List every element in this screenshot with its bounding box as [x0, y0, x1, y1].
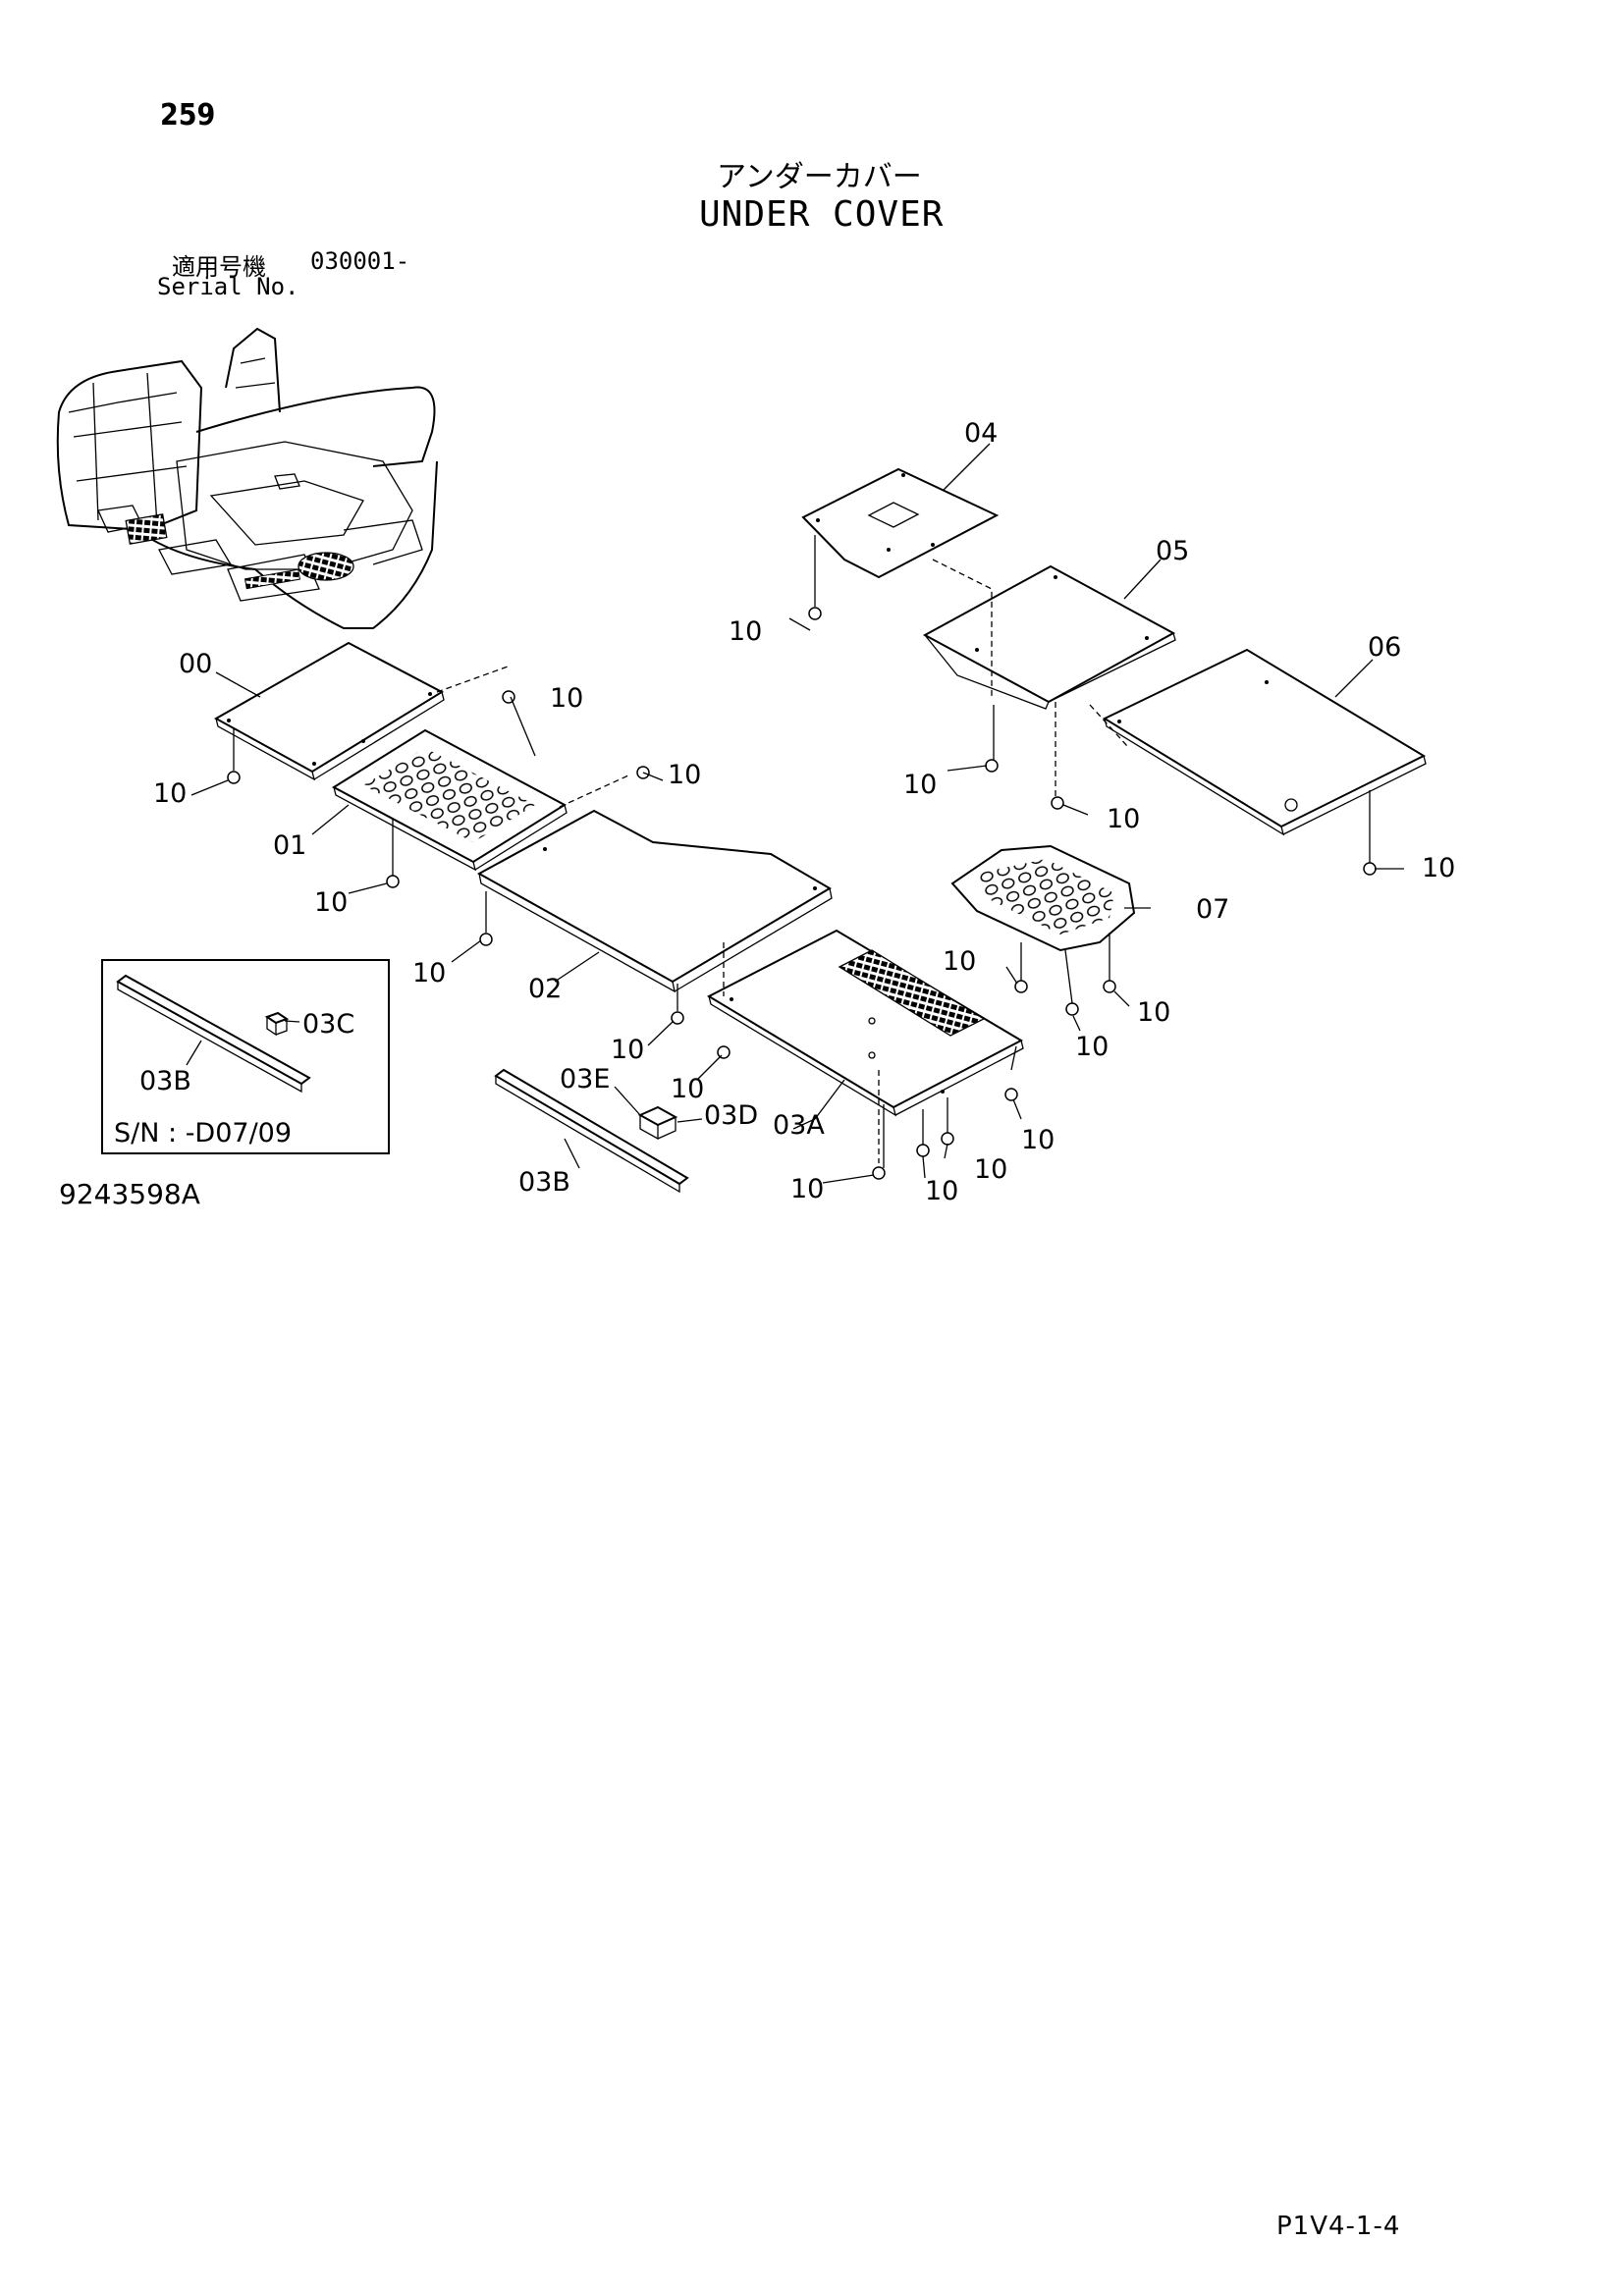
title-japanese: アンダーカバー: [717, 160, 922, 194]
bolt-markers: [227, 535, 1377, 1180]
part-03a-grille-cover: [706, 929, 1024, 1117]
bolt-marker: [1065, 1002, 1079, 1016]
label-03d: 03D: [704, 1100, 758, 1131]
label-10: 10: [925, 1176, 958, 1206]
page-code: P1V4-1-4: [1276, 2212, 1401, 2241]
label-10: 10: [314, 887, 348, 918]
part-02-long-plate: [476, 809, 833, 993]
bolt-marker: [872, 1166, 886, 1180]
alignment-lines: [436, 559, 1128, 1163]
label-10: 10: [611, 1035, 644, 1065]
bolt-marker: [1014, 980, 1028, 993]
label-10: 10: [668, 760, 701, 790]
label-01: 01: [273, 830, 306, 861]
label-02: 02: [528, 974, 562, 1004]
part-07-octagonal-perforated-cover: [950, 844, 1136, 952]
bolt-marker: [1363, 862, 1377, 876]
bolt-marker: [717, 1045, 731, 1059]
bolt-marker: [985, 759, 999, 773]
label-10: 10: [1021, 1125, 1055, 1155]
title-english: UNDER COVER: [699, 194, 945, 235]
page-number: 259: [160, 98, 216, 133]
label-10: 10: [671, 1074, 704, 1104]
label-03b: 03B: [518, 1167, 570, 1198]
part-01-perforated-cover: [332, 728, 568, 872]
label-10: 10: [1107, 804, 1140, 834]
figure-number: 9243598A: [59, 1178, 200, 1210]
part-03b-strip: [494, 1068, 689, 1194]
inset-parts: [101, 959, 390, 1154]
bolt-marker: [1004, 1088, 1018, 1101]
machine-overview-illustration: [56, 327, 438, 629]
bolt-marker: [671, 1011, 684, 1025]
bolt-marker: [1103, 980, 1116, 993]
label-03c: 03C: [302, 1009, 354, 1040]
inset-box: [101, 959, 390, 1154]
label-10: 10: [153, 778, 187, 809]
label-04: 04: [964, 418, 998, 449]
label-10: 10: [974, 1154, 1007, 1185]
label-10: 10: [729, 616, 762, 647]
serial-value: 030001-: [310, 247, 410, 275]
label-00: 00: [179, 649, 212, 679]
serial-label-japanese: 適用号機: [172, 253, 266, 281]
bolt-marker: [227, 771, 241, 784]
label-10: 10: [1422, 853, 1455, 883]
part-labels: 04 05 06 00 01 02 03A 07 03D 03E 03B 03C…: [114, 418, 1455, 1206]
label-10: 10: [1075, 1032, 1109, 1062]
bolt-marker: [941, 1132, 954, 1146]
part-05-cover-plate: [922, 564, 1176, 710]
part-03d-block: [637, 1105, 678, 1141]
label-leaders: [186, 443, 1404, 1184]
bolt-marker: [916, 1144, 930, 1157]
label-05: 05: [1156, 536, 1189, 566]
part-00-cover-plate: [213, 641, 445, 781]
part-04-top-plate: [801, 467, 1000, 579]
label-10: 10: [1137, 997, 1170, 1028]
bolt-marker: [1051, 796, 1064, 810]
part-06-large-plate: [1102, 648, 1427, 836]
label-10: 10: [790, 1174, 824, 1204]
label-06: 06: [1368, 632, 1401, 663]
label-10: 10: [550, 683, 583, 714]
serial-label-english: Serial No.: [157, 273, 299, 300]
bolt-marker: [479, 933, 493, 946]
label-03e: 03E: [560, 1064, 610, 1095]
bolt-marker: [808, 607, 822, 620]
label-03b-inset: 03B: [139, 1066, 191, 1096]
inset-note: S/N : -D07/09: [114, 1118, 292, 1148]
bolt-marker: [386, 875, 400, 888]
label-10: 10: [412, 958, 446, 988]
label-07: 07: [1196, 894, 1229, 925]
label-03a: 03A: [773, 1110, 825, 1141]
label-10: 10: [943, 946, 976, 977]
label-10: 10: [903, 770, 937, 800]
